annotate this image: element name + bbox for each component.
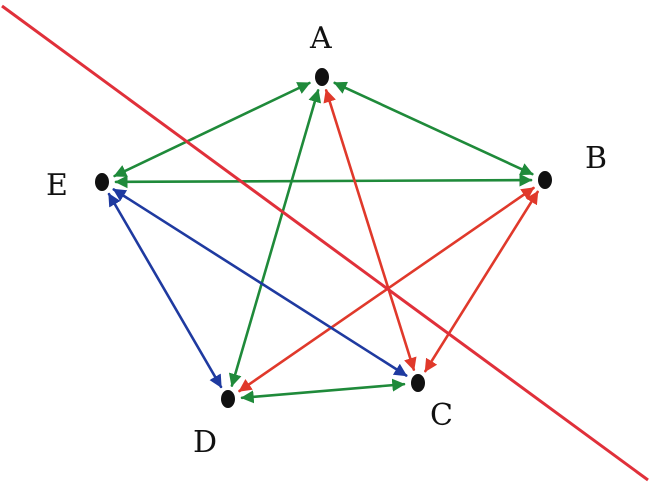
node-label-e: E <box>46 168 68 203</box>
node-dot-a <box>315 68 329 86</box>
node-label-c: C <box>430 398 453 433</box>
edge-e-c <box>112 188 408 377</box>
edge-d-c <box>240 378 406 404</box>
cross-out-line-layer <box>1 4 649 482</box>
node-label-b: B <box>585 141 607 176</box>
cross-out-line <box>1 4 649 482</box>
node-dot-d <box>221 390 235 408</box>
edge-a-d <box>228 89 322 387</box>
node-dot-c <box>411 374 425 392</box>
edge-b-c <box>424 190 539 373</box>
node-label-a: A <box>309 21 332 56</box>
node-dot-e <box>95 173 109 191</box>
edge-a-b <box>333 81 534 176</box>
edge-e-b <box>114 173 533 189</box>
edges-layer <box>107 81 539 404</box>
node-label-d: D <box>193 425 217 460</box>
nodes-layer <box>95 68 552 408</box>
node-dot-b <box>538 171 552 189</box>
edge-a-e <box>113 81 311 178</box>
edge-a-c <box>323 89 417 371</box>
labels-layer: A B C D E <box>46 21 607 460</box>
